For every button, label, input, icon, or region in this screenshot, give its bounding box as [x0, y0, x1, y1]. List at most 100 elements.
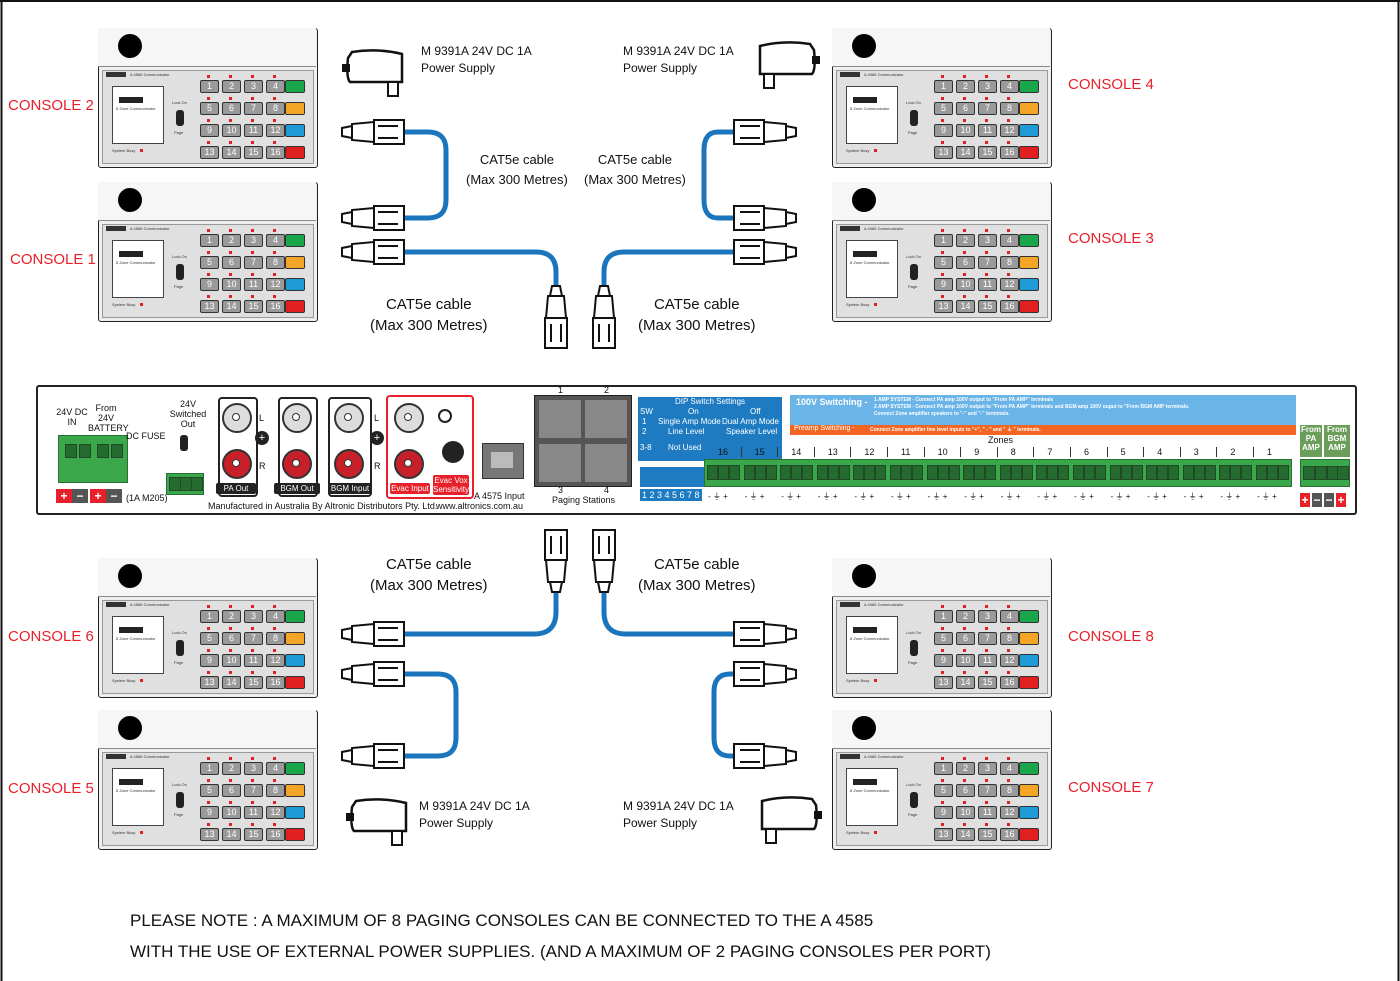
zone-key-16[interactable]: 16 — [1000, 676, 1019, 689]
zone-key-2[interactable]: 2 — [956, 610, 975, 623]
zone-key-7[interactable]: 7 — [244, 784, 263, 797]
zone-key-11[interactable]: 11 — [244, 124, 263, 137]
bgm-out-r-jack[interactable] — [282, 449, 312, 479]
function-key[interactable] — [1019, 610, 1039, 623]
zone-key-3[interactable]: 3 — [978, 234, 997, 247]
function-key[interactable] — [1019, 80, 1039, 93]
zone-key-11[interactable]: 11 — [244, 654, 263, 667]
vox-knob[interactable] — [442, 441, 464, 463]
function-key[interactable] — [1019, 828, 1039, 841]
zone-key-13[interactable]: 13 — [200, 146, 219, 159]
zone-key-4[interactable]: 4 — [1000, 762, 1019, 775]
zone-key-4[interactable]: 4 — [266, 762, 285, 775]
function-key[interactable] — [285, 278, 305, 291]
zone-key-9[interactable]: 9 — [934, 124, 953, 137]
zone-key-7[interactable]: 7 — [978, 102, 997, 115]
zone-key-8[interactable]: 8 — [266, 256, 285, 269]
zone-key-2[interactable]: 2 — [956, 762, 975, 775]
zone-key-12[interactable]: 12 — [266, 654, 285, 667]
zone-key-6[interactable]: 6 — [222, 256, 241, 269]
function-key[interactable] — [1019, 632, 1039, 645]
zone-key-13[interactable]: 13 — [934, 676, 953, 689]
function-key[interactable] — [285, 676, 305, 689]
function-key[interactable] — [285, 654, 305, 667]
a4575-rj45-jack[interactable] — [482, 443, 524, 479]
lock-switch[interactable] — [176, 110, 184, 126]
zone-key-16[interactable]: 16 — [1000, 300, 1019, 313]
zone-key-14[interactable]: 14 — [222, 828, 241, 841]
bgm-in-l-jack[interactable] — [334, 403, 364, 433]
zone-key-14[interactable]: 14 — [956, 676, 975, 689]
zone-key-2[interactable]: 2 — [222, 80, 241, 93]
zone-key-8[interactable]: 8 — [266, 632, 285, 645]
zone-key-1[interactable]: 1 — [934, 610, 953, 623]
function-key[interactable] — [1019, 806, 1039, 819]
zone-key-4[interactable]: 4 — [1000, 610, 1019, 623]
zone-key-16[interactable]: 16 — [1000, 828, 1019, 841]
zone-key-11[interactable]: 11 — [978, 654, 997, 667]
amp-terminal-block[interactable] — [1300, 459, 1350, 487]
zone-key-3[interactable]: 3 — [244, 234, 263, 247]
zone-key-3[interactable]: 3 — [244, 762, 263, 775]
zone-key-2[interactable]: 2 — [222, 234, 241, 247]
zone-key-9[interactable]: 9 — [200, 806, 219, 819]
zone-key-12[interactable]: 12 — [1000, 654, 1019, 667]
zone-key-7[interactable]: 7 — [244, 632, 263, 645]
evac-l-jack[interactable] — [394, 403, 424, 433]
zone-key-12[interactable]: 12 — [1000, 124, 1019, 137]
zone-key-11[interactable]: 11 — [978, 806, 997, 819]
zone-key-4[interactable]: 4 — [266, 610, 285, 623]
zone-key-16[interactable]: 16 — [266, 300, 285, 313]
zone-key-6[interactable]: 6 — [222, 784, 241, 797]
function-key[interactable] — [285, 762, 305, 775]
zone-key-6[interactable]: 6 — [956, 784, 975, 797]
zone-key-10[interactable]: 10 — [222, 806, 241, 819]
bgm-out-l-jack[interactable] — [282, 403, 312, 433]
zone-key-12[interactable]: 12 — [266, 124, 285, 137]
function-key[interactable] — [285, 124, 305, 137]
zone-key-9[interactable]: 9 — [934, 278, 953, 291]
function-key[interactable] — [285, 102, 305, 115]
function-key[interactable] — [1019, 256, 1039, 269]
lock-switch[interactable] — [910, 792, 918, 808]
zone-key-2[interactable]: 2 — [222, 610, 241, 623]
zone-key-2[interactable]: 2 — [956, 80, 975, 93]
zone-key-13[interactable]: 13 — [934, 300, 953, 313]
zone-key-3[interactable]: 3 — [978, 80, 997, 93]
function-key[interactable] — [285, 80, 305, 93]
zone-key-7[interactable]: 7 — [978, 632, 997, 645]
zone-key-12[interactable]: 12 — [1000, 806, 1019, 819]
zone-key-1[interactable]: 1 — [934, 762, 953, 775]
zone-key-13[interactable]: 13 — [934, 146, 953, 159]
zone-key-16[interactable]: 16 — [266, 146, 285, 159]
function-key[interactable] — [1019, 676, 1039, 689]
function-key[interactable] — [1019, 234, 1039, 247]
zone-key-14[interactable]: 14 — [956, 828, 975, 841]
function-key[interactable] — [285, 784, 305, 797]
zone-key-11[interactable]: 11 — [978, 278, 997, 291]
zone-key-14[interactable]: 14 — [956, 146, 975, 159]
zone-key-12[interactable]: 12 — [266, 806, 285, 819]
zone-key-11[interactable]: 11 — [244, 278, 263, 291]
zone-key-6[interactable]: 6 — [956, 632, 975, 645]
zone-key-6[interactable]: 6 — [956, 256, 975, 269]
zone-key-6[interactable]: 6 — [222, 632, 241, 645]
zone-key-10[interactable]: 10 — [956, 806, 975, 819]
zone-key-1[interactable]: 1 — [200, 610, 219, 623]
port-1[interactable] — [539, 400, 581, 438]
zone-key-3[interactable]: 3 — [978, 610, 997, 623]
pa-out-l-jack[interactable] — [222, 403, 252, 433]
zone-key-13[interactable]: 13 — [200, 828, 219, 841]
function-key[interactable] — [1019, 784, 1039, 797]
zone-key-1[interactable]: 1 — [934, 234, 953, 247]
zone-key-7[interactable]: 7 — [978, 256, 997, 269]
zone-key-15[interactable]: 15 — [978, 300, 997, 313]
function-key[interactable] — [1019, 146, 1039, 159]
function-key[interactable] — [285, 256, 305, 269]
zone-key-16[interactable]: 16 — [266, 676, 285, 689]
zone-key-9[interactable]: 9 — [934, 806, 953, 819]
zone-key-6[interactable]: 6 — [956, 102, 975, 115]
zone-key-11[interactable]: 11 — [978, 124, 997, 137]
zone-key-6[interactable]: 6 — [222, 102, 241, 115]
zone-key-9[interactable]: 9 — [934, 654, 953, 667]
